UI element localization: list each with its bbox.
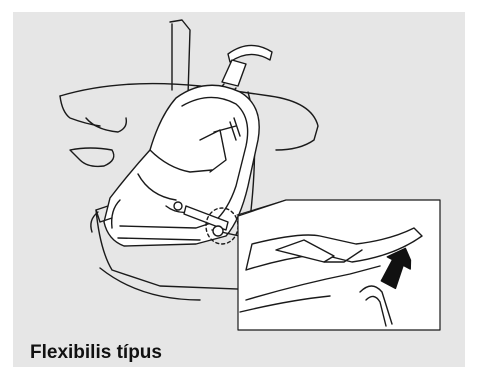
detail-inset [238,200,440,330]
caption: Flexibilis típus [30,342,162,364]
child-seat [91,85,259,246]
